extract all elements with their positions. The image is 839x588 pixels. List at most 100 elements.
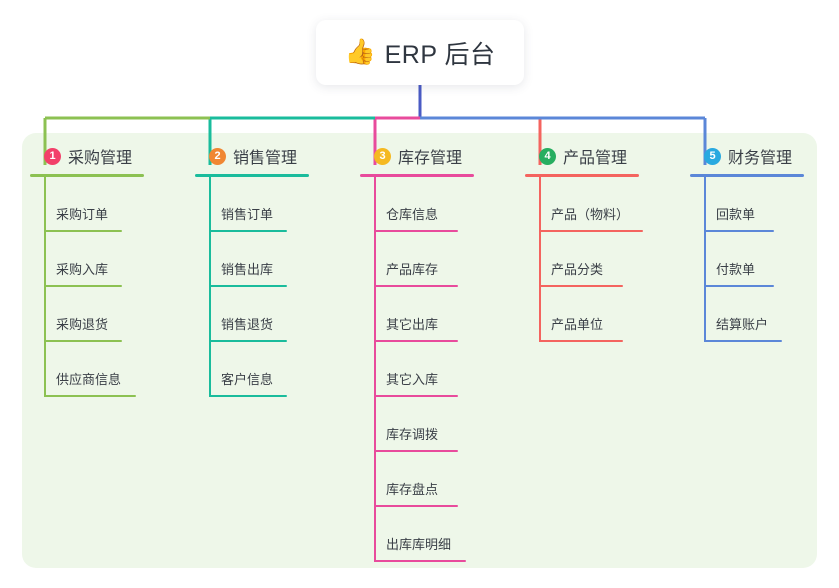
leaf-item[interactable]: 付款单 [690, 232, 804, 287]
leaf-rule [44, 285, 122, 287]
leaf-rule [539, 340, 623, 342]
branch-title: 销售管理 [233, 150, 298, 167]
leaf-item[interactable]: 结算账户 [690, 287, 804, 342]
leaf-list: 回款单付款单结算账户 [690, 177, 804, 342]
leaf-item[interactable]: 销售订单 [195, 177, 309, 232]
leaf-rule [44, 340, 122, 342]
leaf-rule [374, 340, 458, 342]
branch-header-4[interactable]: 4 产品管理 [525, 144, 639, 168]
leaf-list: 仓库信息产品库存其它出库其它入库库存调拨库存盘点出库库明细 [360, 177, 474, 562]
branch-header-rule [525, 174, 639, 177]
thumbs-up-icon: 👍 [344, 38, 376, 66]
branch-spine [209, 177, 211, 397]
leaf-label: 产品单位 [551, 317, 604, 332]
leaf-rule [209, 285, 287, 287]
leaf-item[interactable]: 其它入库 [360, 342, 474, 397]
leaf-item[interactable]: 销售出库 [195, 232, 309, 287]
leaf-rule [374, 450, 458, 452]
leaf-label: 库存盘点 [386, 482, 439, 497]
branch-number-badge: 4 [539, 147, 556, 165]
leaf-rule [374, 285, 458, 287]
leaf-item[interactable]: 采购入库 [30, 232, 144, 287]
leaf-rule [374, 505, 458, 507]
leaf-label: 产品（物料） [551, 207, 630, 222]
branch-spine [44, 177, 46, 397]
branch-header-rule [30, 174, 144, 177]
branch-spine [539, 177, 541, 342]
leaf-item[interactable]: 采购订单 [30, 177, 144, 232]
branch-header-rule [690, 174, 804, 177]
leaf-item[interactable]: 供应商信息 [30, 342, 144, 397]
branch-title: 财务管理 [728, 150, 793, 167]
leaf-label: 结算账户 [716, 317, 769, 332]
leaf-label: 出库库明细 [386, 537, 452, 552]
leaf-label: 付款单 [716, 262, 756, 277]
leaf-label: 其它出库 [386, 317, 439, 332]
leaf-label: 客户信息 [221, 372, 274, 387]
leaf-rule [209, 230, 287, 232]
leaf-label: 产品分类 [551, 262, 604, 277]
branch-title: 产品管理 [563, 150, 628, 167]
leaf-item[interactable]: 客户信息 [195, 342, 309, 397]
branch-spine [374, 177, 376, 562]
leaf-list: 销售订单销售出库销售退货客户信息 [195, 177, 309, 397]
branch-header-2[interactable]: 2 销售管理 [195, 144, 309, 168]
leaf-label: 库存调拨 [386, 427, 439, 442]
leaf-label: 采购入库 [56, 262, 109, 277]
branch-number-badge: 3 [374, 147, 391, 165]
leaf-list: 产品（物料） 产品分类产品单位 [525, 177, 643, 342]
leaf-item[interactable]: 仓库信息 [360, 177, 474, 232]
branch-header-rule [360, 174, 474, 177]
leaf-rule [44, 230, 122, 232]
leaf-label: 销售退货 [221, 317, 274, 332]
root-title: ERP 后台 [384, 40, 496, 69]
branch-column-4: 4 产品管理产品（物料） 产品分类产品单位 [525, 144, 643, 342]
leaf-rule [539, 230, 643, 232]
leaf-item[interactable]: 产品（物料） [525, 177, 643, 232]
branch-column-3: 3 库存管理仓库信息产品库存其它出库其它入库库存调拨库存盘点出库库明细 [360, 144, 474, 562]
leaf-label: 其它入库 [386, 372, 439, 387]
leaf-item[interactable]: 销售退货 [195, 287, 309, 342]
diagram-panel [22, 133, 817, 568]
leaf-label: 仓库信息 [386, 207, 439, 222]
leaf-item[interactable]: 产品库存 [360, 232, 474, 287]
leaf-label: 产品库存 [386, 262, 439, 277]
branch-column-5: 5 财务管理回款单付款单结算账户 [690, 144, 804, 342]
leaf-item[interactable]: 采购退货 [30, 287, 144, 342]
branch-number-badge: 1 [44, 147, 61, 165]
leaf-item[interactable]: 产品分类 [525, 232, 639, 287]
leaf-rule [44, 395, 136, 397]
leaf-item[interactable]: 产品单位 [525, 287, 639, 342]
root-node[interactable]: 👍 ERP 后台 [316, 20, 524, 85]
leaf-rule [704, 340, 782, 342]
leaf-rule [704, 230, 774, 232]
leaf-label: 销售出库 [221, 262, 274, 277]
leaf-rule [374, 560, 466, 562]
leaf-item[interactable]: 回款单 [690, 177, 804, 232]
branch-header-1[interactable]: 1 采购管理 [30, 144, 144, 168]
branch-column-2: 2 销售管理销售订单销售出库销售退货客户信息 [195, 144, 309, 397]
leaf-rule [209, 395, 287, 397]
leaf-item[interactable]: 库存盘点 [360, 452, 474, 507]
branch-number-badge: 5 [704, 147, 721, 165]
branch-header-rule [195, 174, 309, 177]
leaf-label: 销售订单 [221, 207, 274, 222]
branch-header-5[interactable]: 5 财务管理 [690, 144, 804, 168]
leaf-item[interactable]: 出库库明细 [360, 507, 474, 562]
leaf-label: 回款单 [716, 207, 756, 222]
leaf-rule [209, 340, 287, 342]
leaf-item[interactable]: 库存调拨 [360, 397, 474, 452]
branch-title: 采购管理 [68, 150, 133, 167]
branch-title: 库存管理 [398, 150, 463, 167]
leaf-item[interactable]: 其它出库 [360, 287, 474, 342]
branch-header-3[interactable]: 3 库存管理 [360, 144, 474, 168]
leaf-label: 采购订单 [56, 207, 109, 222]
leaf-rule [539, 285, 623, 287]
leaf-label: 供应商信息 [56, 372, 122, 387]
branch-number-badge: 2 [209, 147, 226, 165]
leaf-rule [374, 230, 458, 232]
leaf-rule [374, 395, 458, 397]
leaf-rule [704, 285, 774, 287]
leaf-label: 采购退货 [56, 317, 109, 332]
